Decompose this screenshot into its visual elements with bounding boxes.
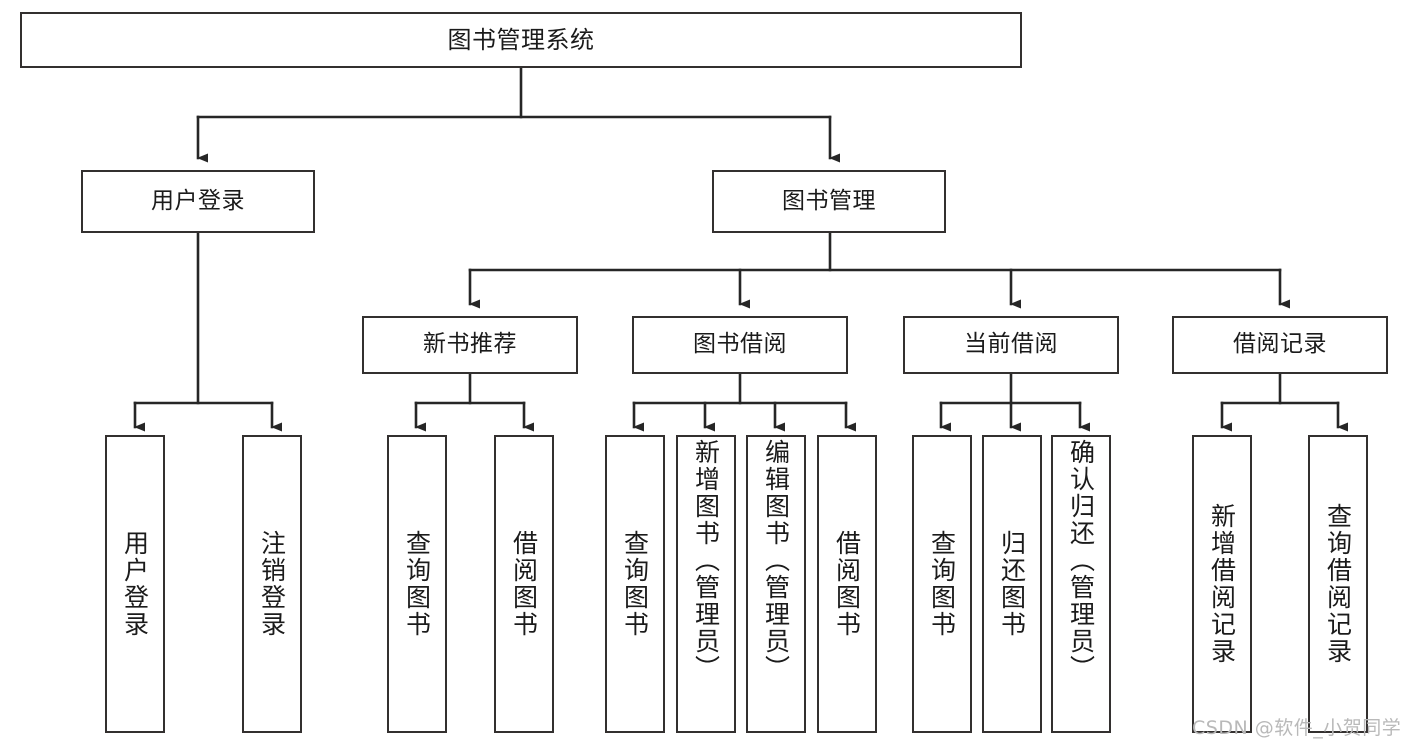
node-label: 用户登录 — [120, 530, 150, 638]
leaf-user-login[interactable]: 用户登录 — [105, 435, 165, 733]
leaf-borrow-book-borrowing[interactable]: 借阅图书 — [817, 435, 877, 733]
csdn-watermark: CSDN @软件_小贺同学 — [1192, 717, 1402, 739]
leaf-edit-book-admin[interactable]: 编辑图书（管理员） — [746, 435, 806, 733]
leaf-borrow-book-new-book[interactable]: 借阅图书 — [494, 435, 554, 733]
node-book-management[interactable]: 图书管理 — [712, 170, 946, 233]
leaf-confirm-return-admin[interactable]: 确认归还（管理员） — [1051, 435, 1111, 733]
node-label: 新增图书（管理员） — [691, 439, 721, 682]
node-label: 新书推荐 — [423, 331, 517, 358]
node-label: 查询图书 — [402, 530, 432, 638]
node-label: 用户登录 — [151, 187, 245, 214]
node-label: 查询图书 — [620, 530, 650, 638]
node-current-borrowing[interactable]: 当前借阅 — [903, 316, 1119, 374]
node-label: 借阅图书 — [509, 530, 539, 638]
node-user-login[interactable]: 用户登录 — [81, 170, 315, 233]
leaf-add-borrow-record[interactable]: 新增借阅记录 — [1192, 435, 1252, 733]
node-label: 注销登录 — [257, 530, 287, 638]
node-label: 借阅记录 — [1233, 331, 1327, 358]
node-label: 确认归还（管理员） — [1066, 439, 1096, 682]
leaf-query-book-current[interactable]: 查询图书 — [912, 435, 972, 733]
node-new-book-recommendation[interactable]: 新书推荐 — [362, 316, 578, 374]
node-label: 查询借阅记录 — [1323, 503, 1353, 665]
leaf-logout[interactable]: 注销登录 — [242, 435, 302, 733]
leaf-query-borrow-record[interactable]: 查询借阅记录 — [1308, 435, 1368, 733]
node-label: 当前借阅 — [964, 331, 1058, 358]
node-label: 借阅图书 — [832, 530, 862, 638]
node-label: 图书借阅 — [693, 331, 787, 358]
node-label: 图书管理系统 — [447, 25, 595, 54]
node-label: 图书管理 — [782, 187, 876, 214]
node-label: 查询图书 — [927, 530, 957, 638]
node-label: 归还图书 — [997, 530, 1027, 638]
leaf-return-book[interactable]: 归还图书 — [982, 435, 1042, 733]
leaf-add-book-admin[interactable]: 新增图书（管理员） — [676, 435, 736, 733]
node-label: 新增借阅记录 — [1207, 503, 1237, 665]
node-label: 编辑图书（管理员） — [761, 439, 791, 682]
leaf-query-book-new-book[interactable]: 查询图书 — [387, 435, 447, 733]
node-book-borrowing[interactable]: 图书借阅 — [632, 316, 848, 374]
leaf-query-book-borrowing[interactable]: 查询图书 — [605, 435, 665, 733]
node-borrowing-record[interactable]: 借阅记录 — [1172, 316, 1388, 374]
node-root-book-management-system[interactable]: 图书管理系统 — [20, 12, 1022, 68]
